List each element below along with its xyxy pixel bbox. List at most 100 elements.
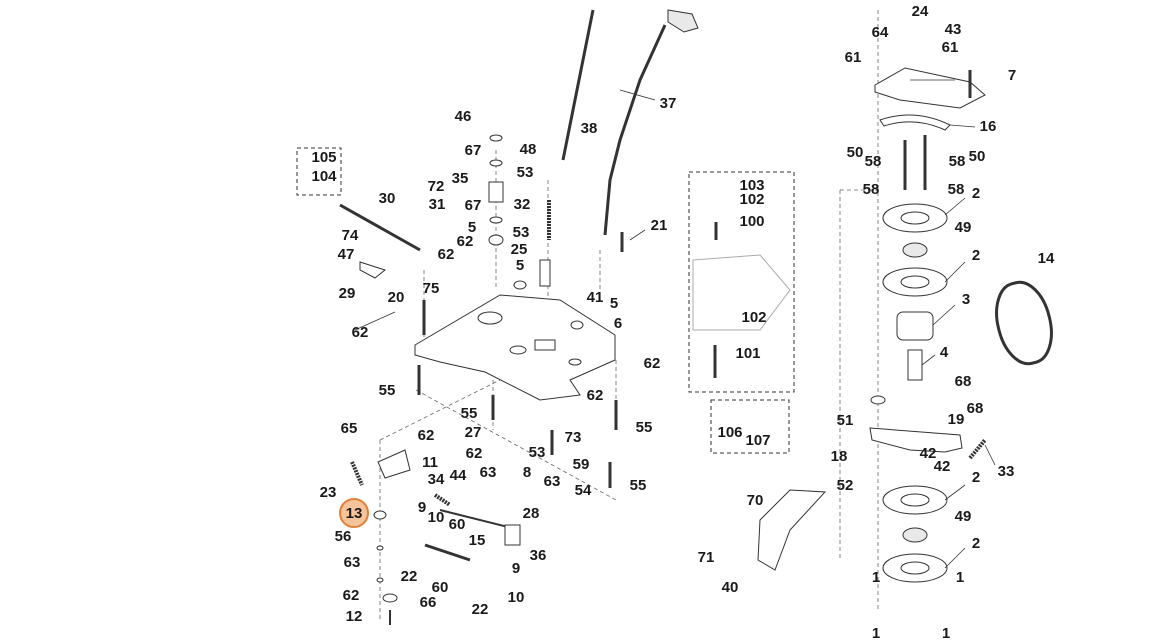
callout-49[interactable]: 49 <box>955 508 972 525</box>
callout-29[interactable]: 29 <box>339 285 356 302</box>
callout-42[interactable]: 42 <box>934 458 951 475</box>
callout-28[interactable]: 28 <box>523 505 540 522</box>
callout-104[interactable]: 104 <box>311 168 337 185</box>
callout-27[interactable]: 27 <box>465 424 482 441</box>
callout-19[interactable]: 19 <box>948 411 965 428</box>
callout-50[interactable]: 50 <box>969 148 986 165</box>
callout-1[interactable]: 1 <box>872 569 880 586</box>
callout-58[interactable]: 58 <box>949 153 966 170</box>
callout-58[interactable]: 58 <box>865 153 882 170</box>
callout-102[interactable]: 102 <box>741 309 766 326</box>
callout-71[interactable]: 71 <box>698 549 715 566</box>
callout-2[interactable]: 2 <box>972 247 980 264</box>
callout-5[interactable]: 5 <box>610 295 618 312</box>
callout-65[interactable]: 65 <box>341 420 358 437</box>
callout-64[interactable]: 64 <box>872 24 889 41</box>
callout-60[interactable]: 60 <box>432 579 449 596</box>
callout-55[interactable]: 55 <box>461 405 478 422</box>
callout-42[interactable]: 42 <box>920 445 937 462</box>
callout-5[interactable]: 5 <box>468 219 476 236</box>
callout-2[interactable]: 2 <box>972 469 980 486</box>
callout-62[interactable]: 62 <box>352 324 369 341</box>
callout-70[interactable]: 70 <box>747 492 764 509</box>
callout-44[interactable]: 44 <box>450 467 467 484</box>
callout-41[interactable]: 41 <box>587 289 604 306</box>
callout-30[interactable]: 30 <box>379 190 396 207</box>
callout-66[interactable]: 66 <box>420 594 437 611</box>
callout-51[interactable]: 51 <box>837 412 854 429</box>
callout-47[interactable]: 47 <box>338 246 355 263</box>
callout-32[interactable]: 32 <box>514 196 531 213</box>
callout-48[interactable]: 48 <box>520 141 537 158</box>
callout-68[interactable]: 68 <box>955 373 972 390</box>
callout-6[interactable]: 6 <box>614 315 622 332</box>
callout-63[interactable]: 63 <box>544 473 561 490</box>
callout-62[interactable]: 62 <box>644 355 661 372</box>
callout-106[interactable]: 106 <box>717 424 742 441</box>
callout-52[interactable]: 52 <box>837 477 854 494</box>
callout-101[interactable]: 101 <box>735 345 760 362</box>
callout-55[interactable]: 55 <box>636 419 653 436</box>
callout-21[interactable]: 21 <box>651 217 668 234</box>
callout-12[interactable]: 12 <box>346 608 363 625</box>
callout-55[interactable]: 55 <box>379 382 396 399</box>
callout-22[interactable]: 22 <box>472 601 489 618</box>
callout-14[interactable]: 14 <box>1038 250 1055 267</box>
callout-16[interactable]: 16 <box>980 118 997 135</box>
callout-62[interactable]: 62 <box>343 587 360 604</box>
callout-55[interactable]: 55 <box>630 477 647 494</box>
callout-35[interactable]: 35 <box>452 170 469 187</box>
callout-62[interactable]: 62 <box>418 427 435 444</box>
callout-100[interactable]: 100 <box>739 213 764 230</box>
callout-61[interactable]: 61 <box>845 49 862 66</box>
callout-68[interactable]: 68 <box>967 400 984 417</box>
callout-10[interactable]: 10 <box>508 589 525 606</box>
callout-74[interactable]: 74 <box>342 227 359 244</box>
callout-20[interactable]: 20 <box>388 289 405 306</box>
callout-2[interactable]: 2 <box>972 185 980 202</box>
callout-73[interactable]: 73 <box>565 429 582 446</box>
callout-22[interactable]: 22 <box>401 568 418 585</box>
callout-5[interactable]: 5 <box>516 257 524 274</box>
callout-53[interactable]: 53 <box>517 164 534 181</box>
callout-13[interactable]: 13 <box>346 505 363 522</box>
callout-4[interactable]: 4 <box>940 344 949 361</box>
callout-61[interactable]: 61 <box>942 39 959 56</box>
callout-62[interactable]: 62 <box>457 233 474 250</box>
callout-1[interactable]: 1 <box>872 625 880 641</box>
callout-56[interactable]: 56 <box>335 528 352 545</box>
callout-40[interactable]: 40 <box>722 579 739 596</box>
callout-60[interactable]: 60 <box>449 516 466 533</box>
callout-36[interactable]: 36 <box>530 547 547 564</box>
callout-49[interactable]: 49 <box>955 219 972 236</box>
callout-46[interactable]: 46 <box>455 108 472 125</box>
callout-24[interactable]: 24 <box>912 3 929 20</box>
callout-53[interactable]: 53 <box>513 224 530 241</box>
callout-53[interactable]: 53 <box>529 444 546 461</box>
callout-72[interactable]: 72 <box>428 178 445 195</box>
callout-103[interactable]: 103 <box>739 177 764 194</box>
callout-18[interactable]: 18 <box>831 448 848 465</box>
callout-62[interactable]: 62 <box>438 246 455 263</box>
callout-8[interactable]: 8 <box>523 464 531 481</box>
callout-1[interactable]: 1 <box>942 625 950 641</box>
callout-62[interactable]: 62 <box>587 387 604 404</box>
callout-9[interactable]: 9 <box>418 499 426 516</box>
callout-31[interactable]: 31 <box>429 196 446 213</box>
callout-50[interactable]: 50 <box>847 144 864 161</box>
callout-3[interactable]: 3 <box>962 291 970 308</box>
callout-7[interactable]: 7 <box>1008 67 1016 84</box>
callout-34[interactable]: 34 <box>428 471 445 488</box>
callout-62[interactable]: 62 <box>466 445 483 462</box>
callout-58[interactable]: 58 <box>863 181 880 198</box>
callout-1[interactable]: 1 <box>956 569 964 586</box>
callout-75[interactable]: 75 <box>423 280 440 297</box>
callout-37[interactable]: 37 <box>660 95 677 112</box>
callout-54[interactable]: 54 <box>575 482 592 499</box>
callout-63[interactable]: 63 <box>344 554 361 571</box>
callout-43[interactable]: 43 <box>945 21 962 38</box>
callout-33[interactable]: 33 <box>998 463 1015 480</box>
callout-67[interactable]: 67 <box>465 142 482 159</box>
callout-38[interactable]: 38 <box>581 120 598 137</box>
callout-9[interactable]: 9 <box>512 560 520 577</box>
